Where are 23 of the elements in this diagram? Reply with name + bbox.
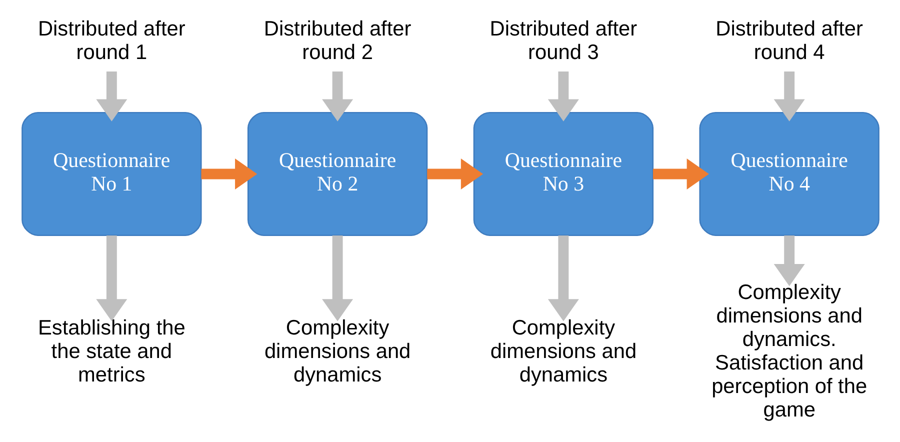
arrow (547, 71, 578, 122)
node-text: Complexity dimensions and dynamics. Satisfaction and perception of the game (711, 281, 867, 422)
arrow (96, 235, 127, 322)
node-text: Distributed after round 2 (263, 17, 411, 64)
node-box: Questionnaire No 2 (246, 112, 428, 236)
arrow (322, 71, 353, 122)
arrow (652, 158, 708, 190)
arrow (322, 235, 353, 322)
node-text: Distributed after round 4 (715, 17, 863, 64)
arrow (200, 158, 257, 190)
node-box: Questionnaire No 1 (21, 112, 202, 236)
arrow (96, 71, 127, 122)
arrow (773, 235, 804, 286)
arrow (773, 71, 804, 122)
node-text: Establishing the the state and metrics (37, 316, 185, 386)
arrow (426, 158, 483, 190)
node-text: Distributed after round 1 (37, 17, 185, 64)
node-box: Questionnaire No 4 (698, 112, 879, 236)
arrow (547, 235, 578, 322)
node-text: Distributed after round 3 (489, 17, 637, 64)
node-text: Complexity dimensions and dynamics (264, 316, 410, 386)
node-text: Complexity dimensions and dynamics (490, 316, 636, 386)
node-box: Questionnaire No 3 (472, 112, 654, 236)
